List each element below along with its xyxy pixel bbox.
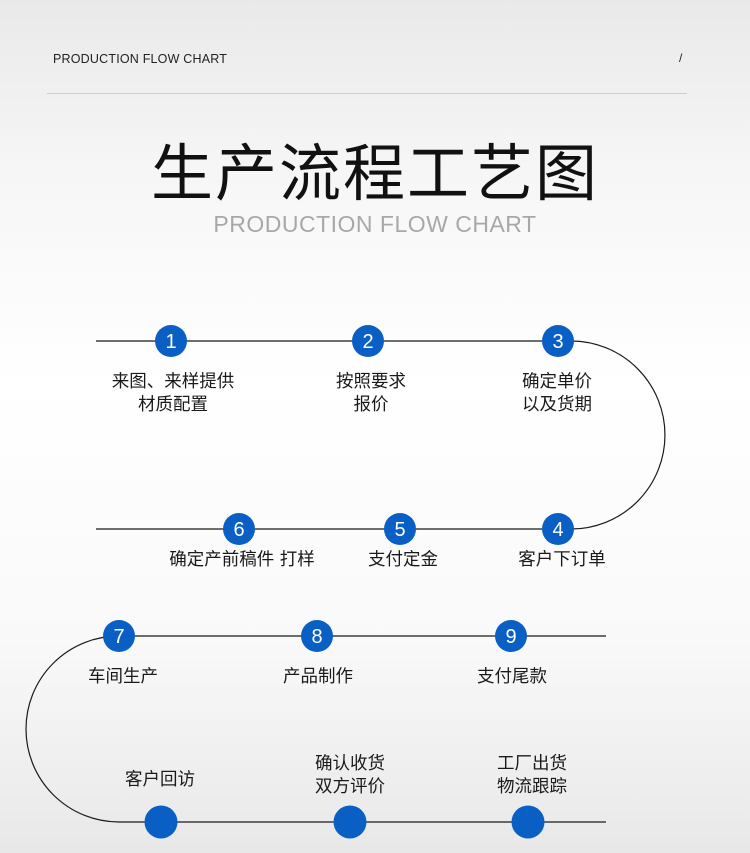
step-label-line: 客户下订单 (518, 550, 606, 570)
step-label-line: 确认收货 (315, 754, 385, 774)
step-label-line: 双方评价 (315, 777, 385, 797)
step-label-line: 支付尾款 (477, 667, 547, 687)
header-marker: / (679, 51, 683, 65)
step-number-8: 8 (311, 626, 322, 648)
step-node-8 (301, 620, 333, 652)
step-node-11 (333, 805, 367, 839)
page-subtitle: PRODUCTION FLOW CHART (213, 211, 537, 237)
step-label-3: 确定单价以及货期 (472, 371, 642, 417)
step-label-line: 客户回访 (125, 770, 195, 790)
step-node-4 (542, 513, 574, 545)
step-number-1: 1 (165, 331, 176, 353)
page-title: 生产流程工艺图 (150, 137, 599, 210)
step-number-7: 7 (113, 626, 124, 648)
step-number-6: 6 (233, 519, 244, 541)
step-label-line: 物流跟踪 (497, 777, 567, 797)
left-loop-curve (25, 635, 120, 823)
step-node-9 (495, 620, 527, 652)
step-label-10: 工厂出货物流跟踪 (447, 753, 617, 799)
step-number-5: 5 (394, 519, 405, 541)
step-node-3 (542, 325, 574, 357)
step-label-6: 确定产前稿件 打样 (157, 549, 327, 572)
right-loop-curve (570, 340, 666, 530)
step-label-8: 产品制作 (233, 666, 403, 689)
step-label-line: 来图、来样提供 (111, 372, 235, 392)
step-label-line: 工厂出货 (497, 754, 567, 774)
step-number-3: 3 (552, 331, 563, 353)
step-label-1: 来图、来样提供材质配置 (88, 371, 258, 417)
step-node-2 (352, 325, 384, 357)
step-label-11: 确认收货双方评价 (265, 753, 435, 799)
step-label-line: 确定产前稿件 打样 (169, 550, 315, 570)
flow-nodes: 1 2 3 4 5 6 7 8 9 (103, 325, 574, 839)
step-label-line: 产品制作 (283, 667, 353, 687)
step-label-2: 按照要求报价 (286, 371, 456, 417)
step-label-5: 支付定金 (318, 549, 488, 572)
step-label-line: 以及货期 (522, 395, 592, 415)
step-label-line: 材质配置 (138, 395, 208, 415)
step-label-line: 支付定金 (368, 550, 438, 570)
step-node-7 (103, 620, 135, 652)
step-node-12 (144, 805, 178, 839)
step-node-1 (155, 325, 187, 357)
step-label-line: 按照要求 (336, 372, 406, 392)
step-label-line: 确定单价 (522, 372, 592, 392)
step-node-6 (223, 513, 255, 545)
step-label-9: 支付尾款 (427, 666, 597, 689)
step-node-10 (511, 805, 545, 839)
step-label-line: 报价 (353, 395, 389, 415)
step-node-5 (384, 513, 416, 545)
step-number-9: 9 (505, 626, 516, 648)
header-divider (47, 93, 687, 94)
step-number-2: 2 (362, 331, 373, 353)
step-label-line: 车间生产 (88, 667, 158, 687)
step-label-7: 车间生产 (38, 666, 208, 689)
step-label-12: 客户回访 (75, 769, 245, 792)
header-label: PRODUCTION FLOW CHART (53, 52, 228, 66)
step-number-4: 4 (552, 519, 563, 541)
step-label-4: 客户下订单 (477, 549, 647, 572)
